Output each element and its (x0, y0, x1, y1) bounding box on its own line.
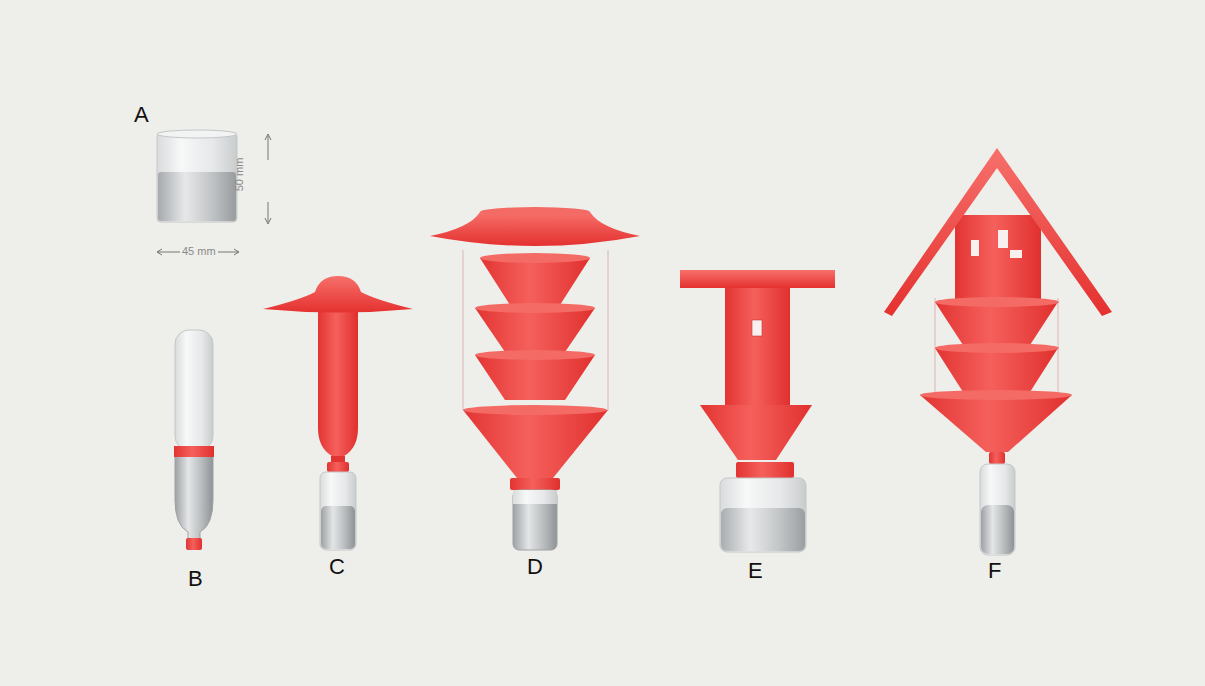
part-letter: D (527, 556, 543, 578)
part-letter: B (188, 568, 203, 590)
trap-d (430, 207, 640, 550)
part-letter: C (329, 556, 345, 578)
trap-f (884, 148, 1112, 555)
part-letter: E (748, 560, 763, 582)
container-a (157, 130, 271, 255)
bottle-b (174, 330, 214, 550)
dimension-label: 45 mm (182, 246, 216, 257)
dimension-label: 50 mm (235, 157, 246, 191)
part-letter: A (134, 104, 149, 126)
part-letter: F (988, 560, 1001, 582)
trap-c (263, 276, 413, 550)
trap-e (680, 270, 835, 552)
